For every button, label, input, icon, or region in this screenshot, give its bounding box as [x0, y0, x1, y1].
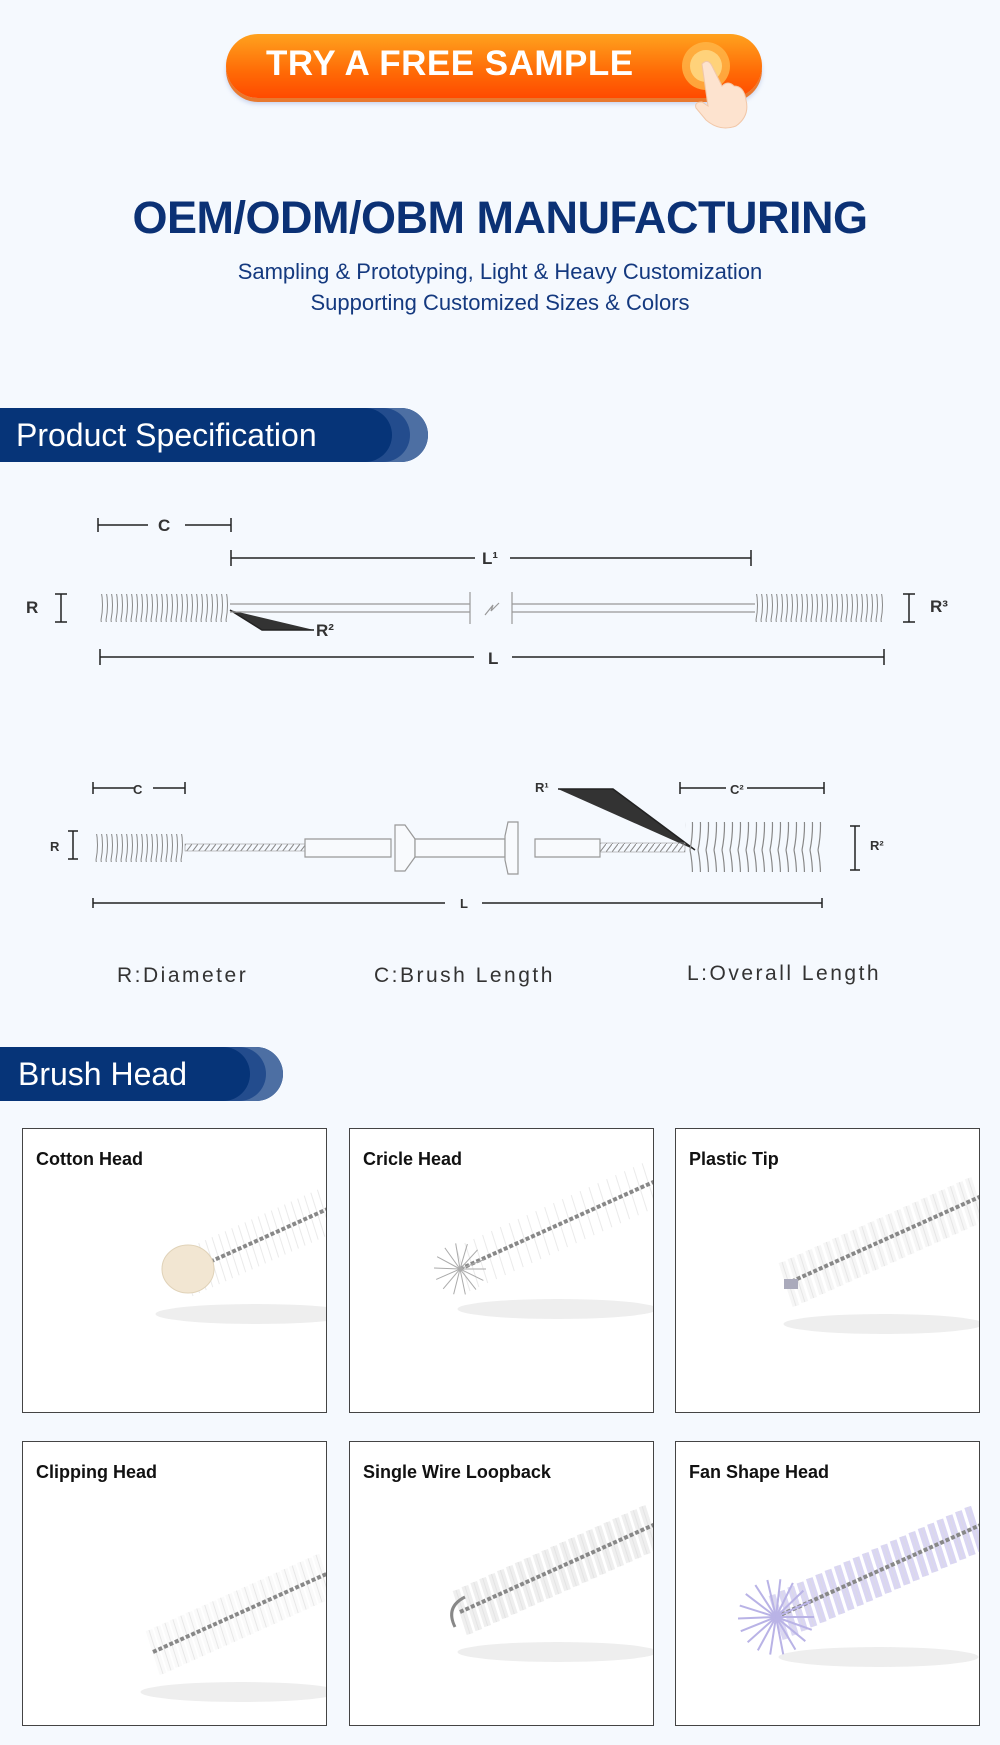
legend-overall-length: L:Overall Length: [687, 962, 881, 985]
brush-head-label: Cotton Head: [36, 1149, 143, 1169]
d1-r2-label: R²: [316, 621, 334, 640]
brush-head-card[interactable]: Cricle Head: [349, 1128, 654, 1413]
d2-l-label: L: [460, 896, 468, 911]
brush-head-card[interactable]: Plastic Tip: [675, 1128, 980, 1413]
d2-r2-label: R²: [870, 838, 884, 853]
d2-c2-label: C²: [730, 782, 744, 797]
brush-head-card[interactable]: Fan Shape Head: [675, 1441, 980, 1726]
d1-r3-label: R³: [930, 597, 948, 616]
brush-photo: [778, 1177, 979, 1334]
legend-brush-length: C:Brush Length: [374, 964, 555, 987]
subtitle-line-1: Sampling & Prototyping, Light & Heavy Cu…: [237, 259, 763, 284]
pointing-hand-icon: [682, 42, 748, 129]
brush-head-label: Cricle Head: [363, 1149, 463, 1169]
d2-r-label: R: [50, 839, 60, 854]
d1-c-label: C: [158, 516, 170, 535]
brush-photo: [737, 1505, 979, 1667]
brush-head-card[interactable]: Clipping Head: [22, 1441, 327, 1726]
brush-dimension-diagram: C L¹ L R R² R³ C R¹ C² L R R² R:Diameter…: [26, 516, 948, 987]
d1-l1-label: L¹: [482, 549, 498, 568]
brush-head-card[interactable]: Single Wire Loopback: [349, 1441, 654, 1726]
d2-c-label: C: [133, 782, 143, 797]
page-title: OEM/ODM/OBM MANUFACTURING: [132, 192, 868, 243]
brush-photo: [140, 1553, 326, 1702]
brush-head-label: Fan Shape Head: [689, 1462, 830, 1482]
brush-head-label: Clipping Head: [36, 1462, 157, 1482]
brush-photo: [450, 1505, 653, 1662]
d1-l-label: L: [488, 649, 498, 668]
brush-head-banner: Brush Head: [0, 1047, 283, 1101]
subtitle-line-2: Supporting Customized Sizes & Colors: [310, 290, 690, 315]
legend-diameter: R:Diameter: [117, 964, 248, 987]
d1-r-label: R: [26, 598, 38, 617]
brush-head-label: Plastic Tip: [689, 1149, 779, 1169]
try-free-sample-button[interactable]: TRY A FREE SAMPLE: [226, 34, 762, 98]
brush-head-card[interactable]: Cotton Head: [22, 1128, 327, 1413]
d2-r1-label: R¹: [535, 780, 549, 795]
cta-label: TRY A FREE SAMPLE: [266, 44, 634, 83]
brush-photo: [434, 1162, 653, 1319]
section-heading: Brush Head: [18, 1056, 187, 1092]
section-heading: Product Specification: [16, 417, 317, 453]
product-specification-banner: Product Specification: [0, 408, 428, 462]
brush-head-label: Single Wire Loopback: [363, 1462, 551, 1482]
brush-photo: [155, 1188, 326, 1324]
